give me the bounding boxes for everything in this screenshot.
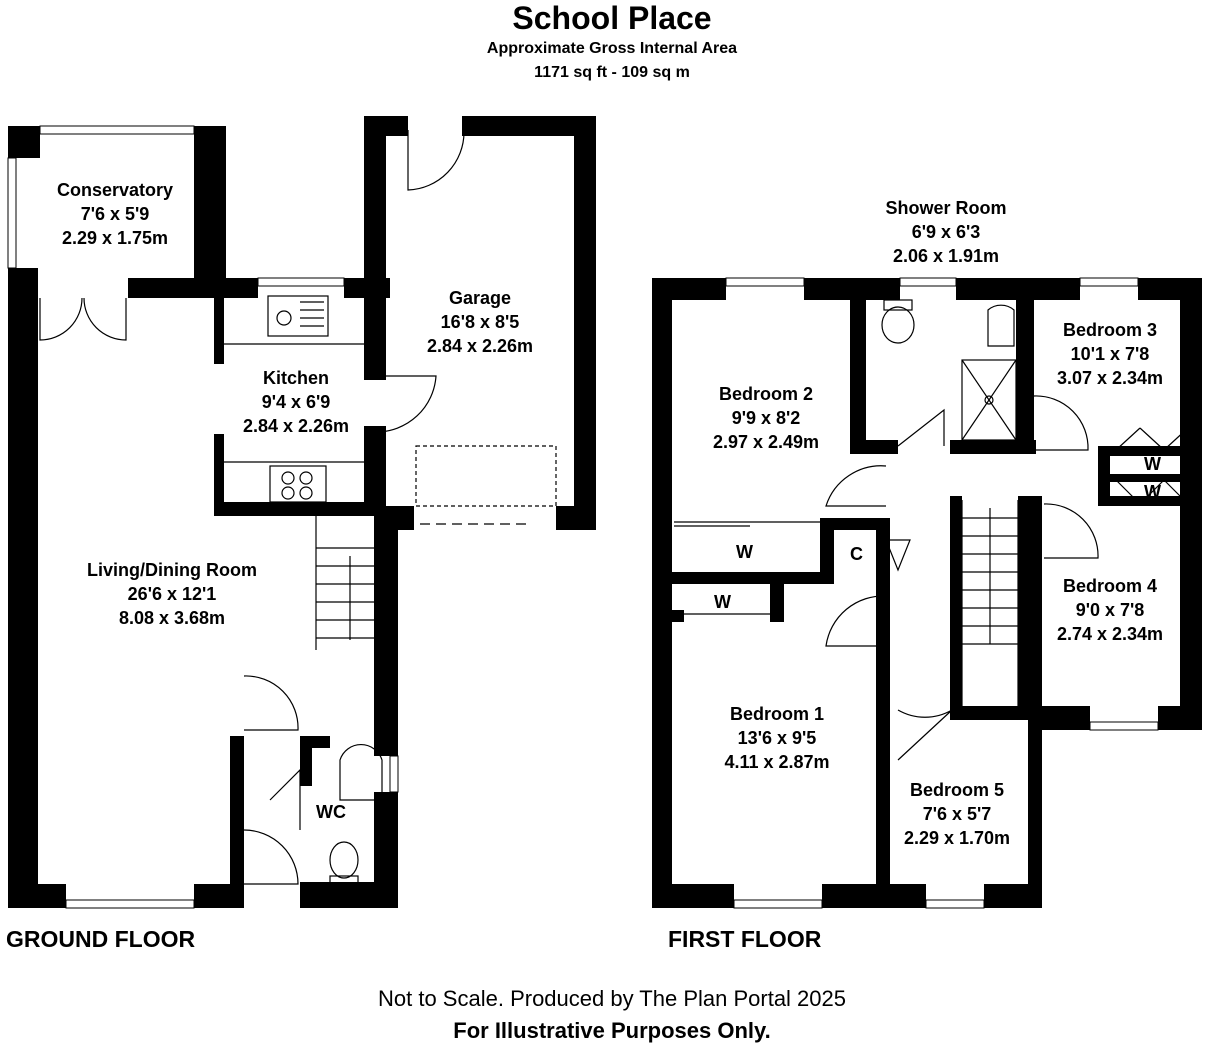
room-name: Bedroom 2 [718, 384, 814, 404]
bedroom4-wardrobe-label: W [1144, 482, 1161, 502]
bedroom4-label: Bedroom 4 9'0 x 7'8 2.74 x 2.34m [1040, 574, 1180, 646]
garage-door-swing [407, 130, 465, 191]
ground-stairs [315, 516, 376, 650]
disclaimer-illustrative: For Illustrative Purposes Only. [453, 1018, 771, 1043]
first-windows [725, 277, 1159, 909]
living-label: Living/Dining Room 26'6 x 12'1 8.08 x 3.… [60, 558, 284, 630]
room-name: Bedroom 4 [1062, 576, 1158, 596]
room-name: Living/Dining Room [87, 560, 257, 580]
bedroom5-label: Bedroom 5 7'6 x 5'7 2.29 x 1.70m [890, 778, 1024, 850]
room-metric: 2.97 x 2.49m [712, 432, 820, 452]
shower-room-label: Shower Room 6'9 x 6'3 2.06 x 1.91m [860, 196, 1032, 268]
room-metric: 2.84 x 2.26m [242, 416, 350, 436]
room-imperial: 7'6 x 5'9 [80, 204, 150, 224]
kitchen-sink [267, 295, 329, 337]
cupboard-label: C [850, 544, 863, 564]
room-name: Garage [448, 288, 512, 308]
garage-roller-door [415, 445, 557, 507]
first-floor-walls [652, 278, 1202, 908]
room-imperial: 9'9 x 8'2 [731, 408, 801, 428]
room-name: Conservatory [56, 180, 174, 200]
wc-label: WC [316, 802, 346, 822]
plan-area: 1171 sq ft - 109 sq m [534, 64, 690, 81]
room-name: Kitchen [262, 368, 329, 388]
room-metric: 2.29 x 1.70m [903, 828, 1011, 848]
ground-floor-label: GROUND FLOOR [6, 926, 196, 952]
conservatory-label: Conservatory 7'6 x 5'9 2.29 x 1.75m [20, 178, 210, 250]
bedroom2-wardrobe-label: W [736, 542, 753, 562]
room-metric: 2.29 x 1.75m [61, 228, 169, 248]
bedroom1-wardrobe-label: W [714, 592, 731, 612]
room-imperial: 26'6 x 12'1 [127, 584, 217, 604]
ground-floor-walls [8, 116, 596, 908]
wc-basin [339, 744, 383, 801]
room-imperial: 16'8 x 8'5 [440, 312, 520, 332]
first-floor-stairs [961, 500, 1019, 706]
room-name: Bedroom 3 [1062, 320, 1158, 340]
bedroom1-label: Bedroom 1 13'6 x 9'5 4.11 x 2.87m [700, 702, 854, 774]
room-imperial: 9'4 x 6'9 [261, 392, 331, 412]
room-metric: 2.74 x 2.34m [1056, 624, 1164, 644]
disclaimer-scale: Not to Scale. Produced by The Plan Porta… [378, 986, 846, 1011]
room-imperial: 7'6 x 5'7 [922, 804, 992, 824]
bedroom3-label: Bedroom 3 10'1 x 7'8 3.07 x 2.34m [1040, 318, 1180, 390]
ground-windows [7, 125, 399, 909]
room-name: Bedroom 1 [729, 704, 825, 724]
room-metric: 3.07 x 2.34m [1056, 368, 1164, 388]
first-floor-label: FIRST FLOOR [668, 926, 822, 952]
room-metric: 4.11 x 2.87m [724, 752, 830, 772]
bedroom2-label: Bedroom 2 9'9 x 8'2 2.97 x 2.49m [690, 382, 842, 454]
room-name: Shower Room [885, 198, 1007, 218]
room-imperial: 6'9 x 6'3 [911, 222, 981, 242]
garage-label: Garage 16'8 x 8'5 2.84 x 2.26m [400, 286, 560, 358]
shower-basin [987, 304, 1015, 347]
kitchen-label: Kitchen 9'4 x 6'9 2.84 x 2.26m [226, 366, 366, 438]
wc-toilet [329, 841, 359, 879]
room-name: Bedroom 5 [909, 780, 1005, 800]
conservatory-door-left [39, 297, 83, 341]
kitchen-hob [269, 465, 327, 503]
room-imperial: 9'0 x 7'8 [1075, 600, 1145, 620]
shower-toilet [881, 306, 915, 344]
room-metric: 2.06 x 1.91m [892, 246, 1000, 266]
room-metric: 2.84 x 2.26m [426, 336, 534, 356]
room-imperial: 13'6 x 9'5 [737, 728, 817, 748]
plan-title: School Place [512, 0, 712, 36]
bedroom3-wardrobe-label: W [1144, 454, 1161, 474]
room-imperial: 10'1 x 7'8 [1070, 344, 1150, 364]
plan-subtitle: Approximate Gross Internal Area [486, 40, 738, 57]
conservatory-door-right [83, 297, 127, 341]
room-metric: 8.08 x 3.68m [118, 608, 226, 628]
